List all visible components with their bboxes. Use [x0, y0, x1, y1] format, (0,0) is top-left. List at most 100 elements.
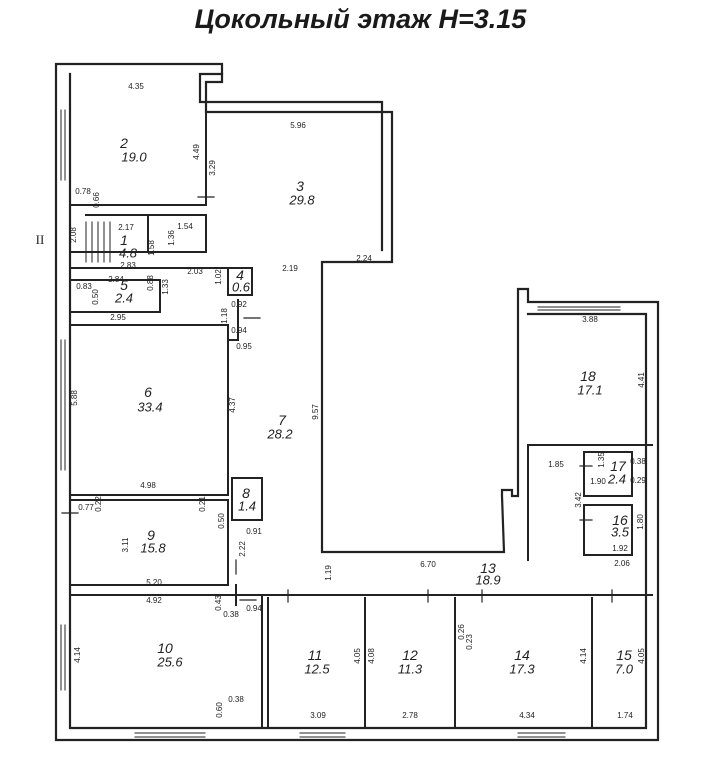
dimension-label: 1.74: [617, 711, 633, 720]
room-7-number: 7: [278, 412, 286, 428]
section-mark: II: [35, 232, 45, 247]
dimension-label: 0.38: [223, 610, 239, 619]
room-3-number: 3: [296, 178, 304, 194]
dimension-label: 0.21: [198, 496, 207, 512]
stairs: [85, 221, 111, 263]
dimension-label: 0.66: [92, 192, 101, 208]
room-7-area: 28.2: [267, 426, 293, 442]
room-10-number: 10: [157, 640, 173, 656]
room-4-area: 0.6: [231, 279, 251, 295]
plan-title: Цокольный этаж Н=3.15: [194, 4, 527, 34]
dimension-label: 4.92: [146, 596, 162, 605]
dimension-label: 5.96: [290, 121, 306, 130]
room-3-area: 29.8: [289, 192, 315, 208]
dimension-label: 0.38: [630, 457, 646, 466]
dimension-label: 0.78: [75, 187, 91, 196]
room-1-area: 4.8: [118, 245, 138, 261]
dimension-label: 0.29: [630, 476, 646, 485]
room-2-area: 19.0: [121, 149, 147, 165]
dimension-label: 2.24: [356, 254, 372, 263]
room-10-area: 25.6: [157, 654, 183, 670]
interior-walls: [69, 111, 653, 729]
dimension-label: 0.91: [246, 527, 262, 536]
dimension-label: 2.19: [282, 264, 298, 273]
room-14-number: 14: [514, 647, 530, 663]
dimension-label: 4.41: [637, 372, 646, 388]
room-11-area: 12.5: [304, 661, 330, 677]
dimension-label: 5.88: [70, 390, 79, 406]
dimension-label: 4.14: [73, 647, 82, 663]
door-marks: [61, 196, 613, 603]
dimension-label: 3.42: [574, 492, 583, 508]
room-13-area: 18.9: [475, 572, 501, 588]
dimension-label: 2.22: [238, 541, 247, 557]
dimension-label: 0.23: [465, 634, 474, 650]
dimension-label: 0.83: [76, 282, 92, 291]
dimension-label: 1.35: [597, 452, 606, 468]
dimension-label: 1.18: [220, 308, 229, 324]
dimension-label: 9.57: [311, 404, 320, 420]
dimension-label: 6.70: [420, 560, 436, 569]
room-6-number: 6: [144, 384, 152, 400]
room-13-number: 13: [480, 560, 496, 576]
room-8-number: 8: [242, 485, 250, 501]
dimension-label: 3.09: [310, 711, 326, 720]
dimension-label: 2.83: [120, 261, 136, 270]
room-16-area: 3.5: [610, 524, 630, 540]
room-14-area: 17.3: [509, 661, 535, 677]
dimension-label: 0.94: [246, 604, 262, 613]
dimension-label: 0.92: [231, 300, 247, 309]
room-16-number: 16: [612, 512, 628, 528]
room-2-number: 2: [120, 135, 128, 151]
dimension-label: 0.50: [91, 289, 100, 305]
dimension-label: 0.77: [78, 503, 94, 512]
room-5-area: 2.4: [114, 290, 134, 306]
dimension-label: 0.88: [146, 275, 155, 291]
dimension-label: 1.58: [147, 240, 156, 256]
exterior-walls: [54, 62, 660, 742]
room-8-area: 1.4: [237, 498, 257, 514]
dimension-label: 1.80: [636, 514, 645, 530]
dimension-label: 3.11: [121, 537, 130, 553]
dimension-label: 5.20: [146, 578, 162, 587]
windows: [60, 109, 621, 738]
dimension-label: 0.95: [236, 342, 252, 351]
dimension-label: 4.35: [128, 82, 144, 91]
room-12-number: 12: [402, 647, 418, 663]
dimension-label: 1.33: [161, 279, 170, 295]
dimension-label: 4.05: [353, 648, 362, 664]
room-9-number: 9: [147, 527, 155, 543]
room-15-area: 7.0: [614, 661, 634, 677]
room-5-number: 5: [120, 277, 128, 293]
room-6-area: 33.4: [137, 399, 163, 415]
dimension-label: 1.36: [167, 230, 176, 246]
dimension-label: 2.78: [402, 711, 418, 720]
dimension-label: 4.98: [140, 481, 156, 490]
room-17-number: 17: [610, 458, 626, 474]
dimension-label: 2.08: [69, 227, 78, 243]
dimension-label: 2.06: [614, 559, 630, 568]
room-18-number: 18: [580, 368, 596, 384]
room-18-area: 17.1: [577, 382, 603, 398]
dimension-label: 4.37: [228, 397, 237, 413]
room-4-number: 4: [236, 267, 244, 283]
dimension-label: 2.17: [118, 223, 134, 232]
room-1-number: 1: [120, 232, 128, 248]
dimension-label: 1.19: [324, 565, 333, 581]
dimension-label: 3.88: [582, 315, 598, 324]
dimension-label: 2.84: [108, 275, 124, 284]
dimension-label: 4.14: [579, 648, 588, 664]
dimension-label: 1.90: [590, 477, 606, 486]
dimension-label: 1.85: [548, 460, 564, 469]
dimension-label: 4.05: [637, 648, 646, 664]
room-15-number: 15: [616, 647, 632, 663]
dimension-label: 3.29: [208, 160, 217, 176]
dimension-label: 0.94: [231, 326, 247, 335]
dimension-label: 4.08: [367, 648, 376, 664]
room-12-area: 11.3: [397, 661, 423, 677]
dimension-label: 4.49: [192, 144, 201, 160]
room-9-area: 15.8: [140, 540, 166, 556]
dimension-label: 1.54: [177, 222, 193, 231]
dimension-label: 1.92: [612, 544, 628, 553]
